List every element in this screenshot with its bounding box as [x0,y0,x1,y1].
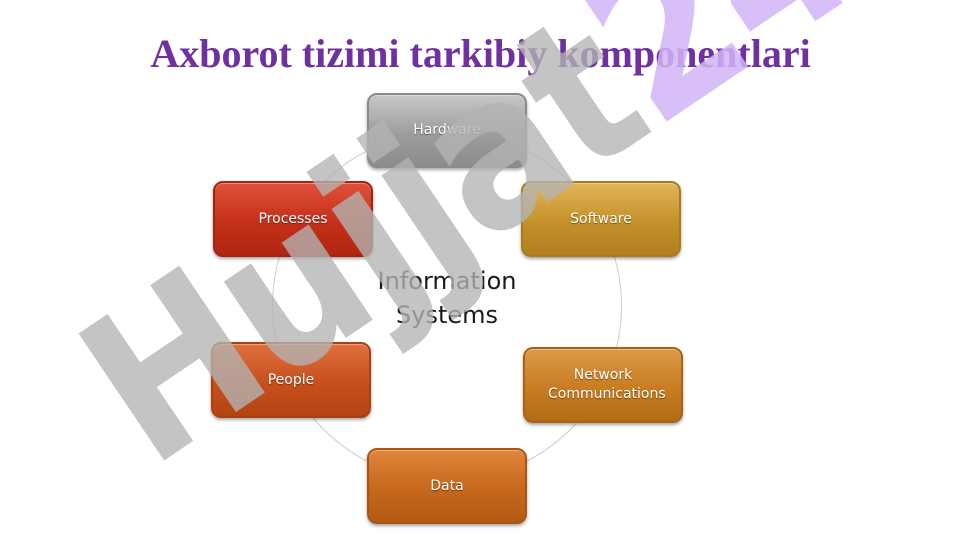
node-people: People [211,342,371,418]
center-label-line2: Systems [396,301,498,329]
center-label: Information Systems [347,264,547,332]
slide-title: Axborot tizimi tarkibiy komponentlari [150,31,811,76]
node-hardware: Hardware [367,93,527,168]
center-label-line1: Information [377,267,517,295]
node-network-label: Network Communications [548,367,666,402]
node-software: Software [521,181,681,257]
node-network-communications: Network Communications [523,347,683,423]
node-data: Data [367,448,527,524]
node-processes: Processes [213,181,373,257]
